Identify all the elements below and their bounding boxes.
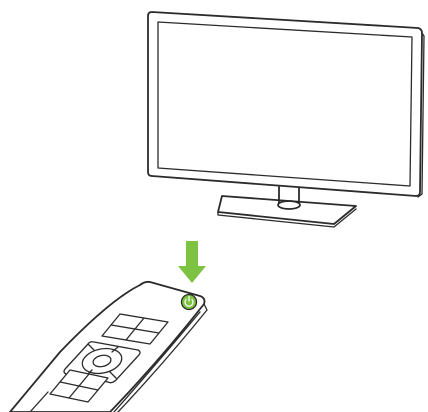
arrow-shape (178, 241, 206, 283)
arrow-down-icon (178, 241, 206, 283)
tv-stand-edge (218, 209, 356, 227)
tv-stand (218, 196, 356, 224)
power-button[interactable] (182, 295, 197, 310)
tv-icon (148, 12, 424, 227)
tv-bezel-outer (148, 12, 422, 196)
remote-control-icon (10, 282, 207, 412)
tv-screen (158, 22, 412, 186)
